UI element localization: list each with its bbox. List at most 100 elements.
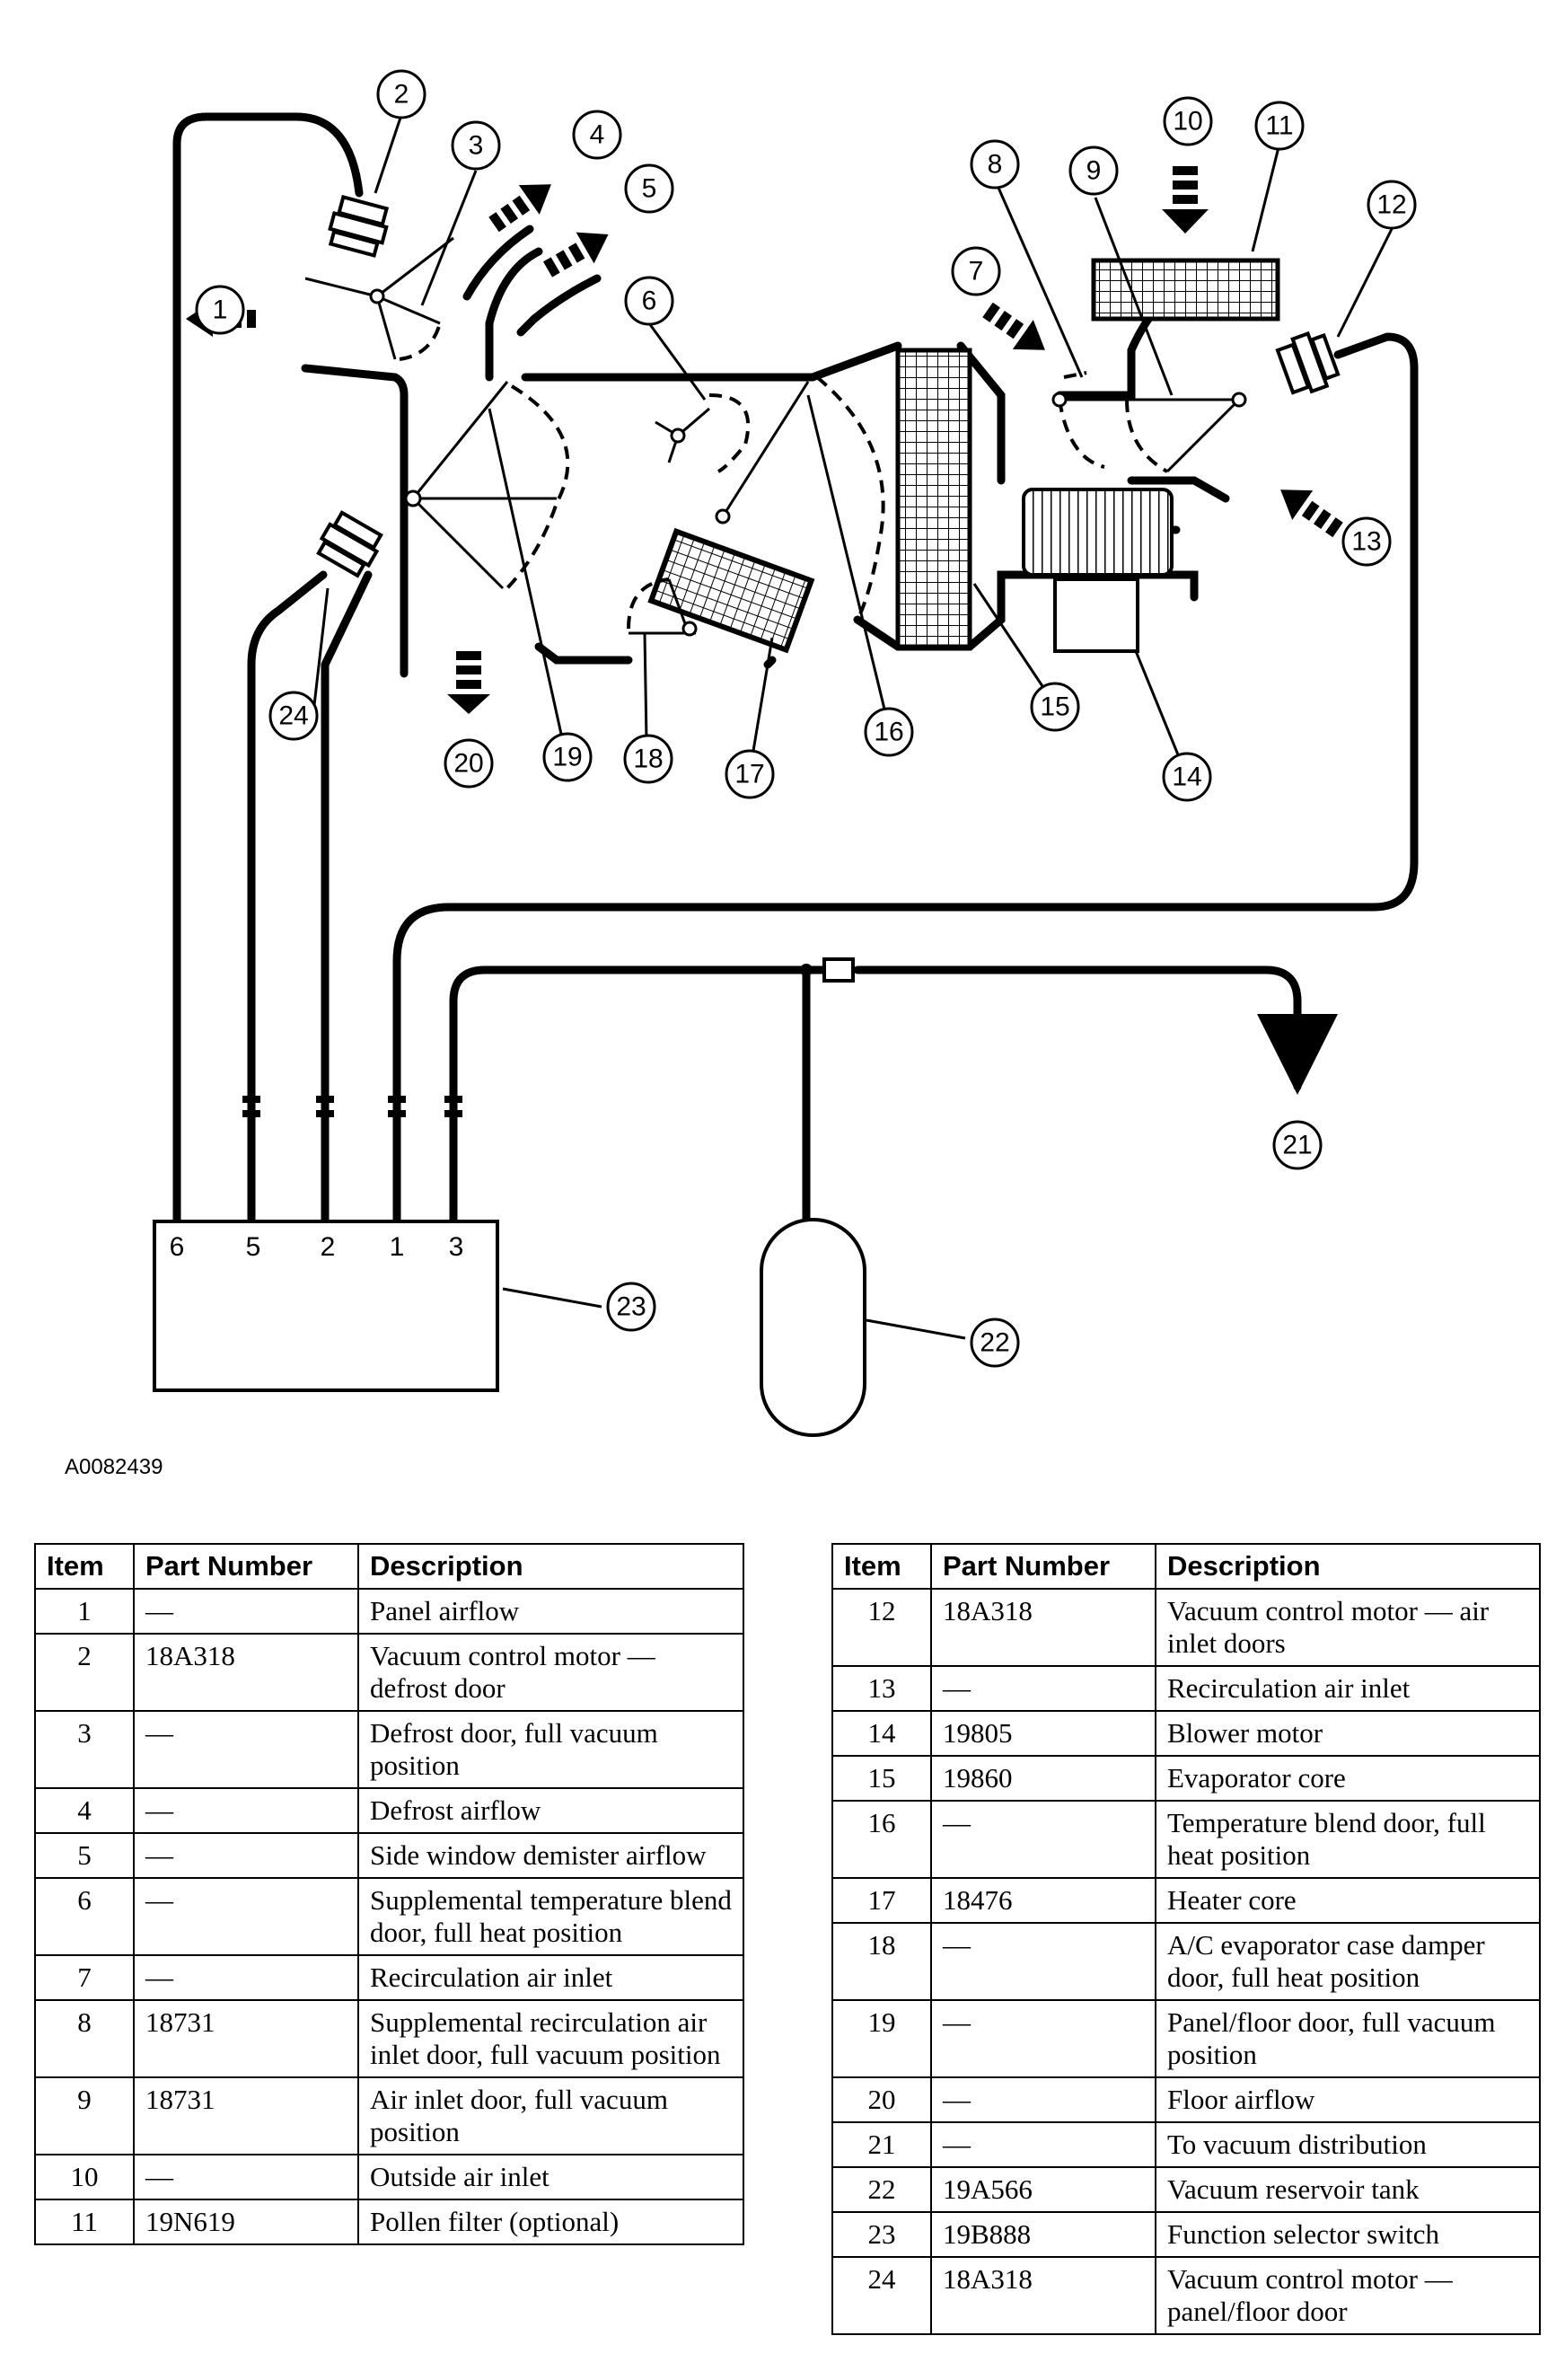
selector-port-labels: 6 5 2 1 3 xyxy=(170,1232,464,1262)
vacuum-motor-defrost xyxy=(328,194,390,258)
svg-text:13: 13 xyxy=(1351,527,1381,557)
description-cell: Recirculation air inlet xyxy=(357,1954,744,2001)
description-cell: Pollen filter (optional) xyxy=(357,2199,744,2245)
hose-air-inlet-motor xyxy=(392,332,1419,1262)
item-cell: 22 xyxy=(831,2166,932,2213)
svg-text:4: 4 xyxy=(590,120,605,150)
part-number-cell: 19A566 xyxy=(930,2166,1156,2213)
description-cell: Function selector switch xyxy=(1155,2211,1541,2258)
part-number-cell: 18A318 xyxy=(930,2256,1156,2335)
header-description: Description xyxy=(1155,1543,1541,1590)
hose-couplers xyxy=(242,1096,462,1117)
callout-13: 13 xyxy=(1341,516,1392,567)
item-cell: 6 xyxy=(34,1877,135,1956)
svg-text:11: 11 xyxy=(1265,111,1293,141)
item-cell: 19 xyxy=(831,1999,932,2078)
header-description: Description xyxy=(357,1543,744,1590)
supplemental-blend-door xyxy=(655,393,751,473)
pollen-filter xyxy=(1091,258,1280,322)
callout-20: 20 xyxy=(444,738,494,789)
callout-24: 24 xyxy=(268,691,319,741)
description-cell: Air inlet door, full vacuum position xyxy=(357,2076,744,2155)
item-cell: 15 xyxy=(831,1755,932,1802)
arrow-defrost-airflow xyxy=(488,184,551,233)
table-row: 10—Outside air inlet xyxy=(34,2154,744,2200)
callout-9: 9 xyxy=(1068,145,1119,196)
description-cell: To vacuum distribution xyxy=(1155,2121,1541,2168)
callout-8: 8 xyxy=(970,139,1020,190)
table-header-row: Item Part Number Description xyxy=(831,1543,1541,1590)
callout-3: 3 xyxy=(451,120,501,171)
callout-6: 6 xyxy=(624,276,674,326)
description-cell: Blower motor xyxy=(1155,1710,1541,1757)
svg-text:7: 7 xyxy=(969,257,984,286)
port-label: 2 xyxy=(321,1232,336,1262)
item-cell: 18 xyxy=(831,1922,932,2001)
description-cell: Outside air inlet xyxy=(357,2154,744,2200)
hose-panel-floor-b xyxy=(321,570,373,1262)
temperature-blend-door xyxy=(715,375,885,621)
callout-19: 19 xyxy=(542,732,593,782)
svg-text:16: 16 xyxy=(874,718,903,747)
arrow-outside-air-inlet xyxy=(1162,166,1209,234)
item-cell: 21 xyxy=(831,2121,932,2168)
svg-text:14: 14 xyxy=(1172,762,1201,792)
hose-panel-floor-a xyxy=(247,570,328,1262)
callout-2: 2 xyxy=(376,69,426,119)
header-item: Item xyxy=(831,1543,932,1590)
callout-4: 4 xyxy=(572,110,622,160)
description-cell: Vacuum reservoir tank xyxy=(1155,2166,1541,2213)
part-number-cell: — xyxy=(930,1800,1156,1879)
svg-text:19: 19 xyxy=(552,743,582,772)
panel-floor-door xyxy=(404,381,570,595)
port-label: 1 xyxy=(390,1232,405,1262)
svg-text:2: 2 xyxy=(394,80,409,110)
svg-text:18: 18 xyxy=(633,745,663,774)
item-cell: 4 xyxy=(34,1787,135,1834)
item-cell: 13 xyxy=(831,1665,932,1712)
leader-lines xyxy=(312,114,1394,1340)
part-number-cell: 18731 xyxy=(133,1999,359,2078)
vacuum-system-diagram: 6 5 2 1 3 xyxy=(153,69,1419,1437)
svg-text:8: 8 xyxy=(988,150,1003,180)
table-row: 6—Supplemental temperature blend door, f… xyxy=(34,1877,744,1956)
table-row: 5—Side window demister airflow xyxy=(34,1832,744,1879)
item-cell: 24 xyxy=(831,2256,932,2335)
table-row: 4—Defrost airflow xyxy=(34,1787,744,1834)
callout-21: 21 xyxy=(1272,1120,1323,1170)
header-part-number: Part Number xyxy=(133,1543,359,1590)
description-cell: Side window demister airflow xyxy=(357,1832,744,1879)
description-cell: Evaporator core xyxy=(1155,1755,1541,1802)
description-cell: Supplemental temperature blend door, ful… xyxy=(357,1877,744,1956)
callout-23: 23 xyxy=(606,1282,656,1332)
description-cell: Heater core xyxy=(1155,1877,1541,1924)
part-number-cell: — xyxy=(133,1877,359,1956)
callout-22: 22 xyxy=(970,1318,1020,1368)
part-number-cell: 18476 xyxy=(930,1877,1156,1924)
damper-door xyxy=(627,577,698,637)
port-label: 5 xyxy=(246,1232,261,1262)
part-number-cell: — xyxy=(133,1954,359,2001)
svg-text:3: 3 xyxy=(469,131,484,161)
callout-17: 17 xyxy=(725,749,775,799)
evaporator-core xyxy=(895,348,972,649)
part-number-cell: — xyxy=(930,1999,1156,2078)
item-cell: 16 xyxy=(831,1800,932,1879)
vacuum-reservoir-tank xyxy=(760,1218,866,1437)
description-cell: Floor airflow xyxy=(1155,2076,1541,2123)
arrow-floor-airflow xyxy=(447,651,490,714)
svg-text:22: 22 xyxy=(980,1328,1009,1358)
description-cell: Panel airflow xyxy=(357,1588,744,1635)
item-cell: 8 xyxy=(34,1999,135,2078)
part-number-cell: — xyxy=(133,1588,359,1635)
